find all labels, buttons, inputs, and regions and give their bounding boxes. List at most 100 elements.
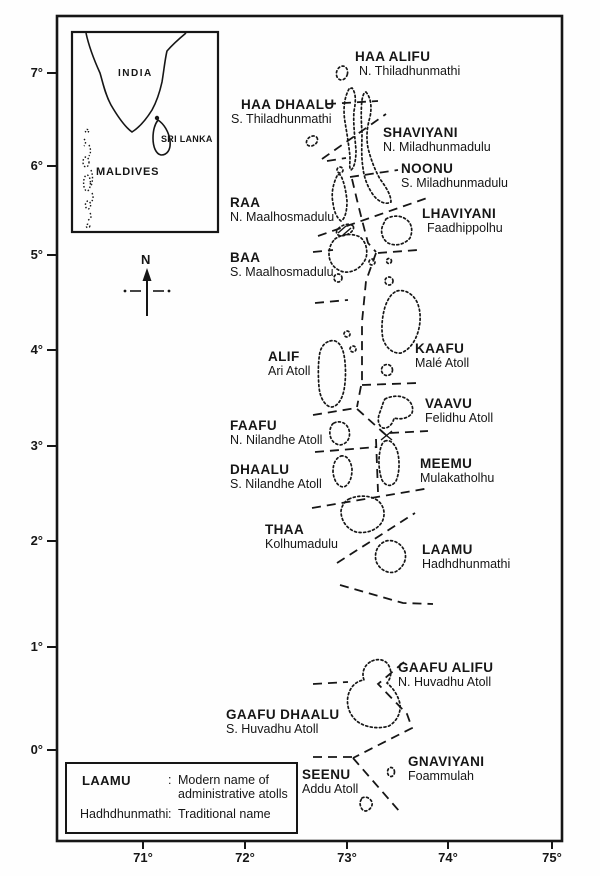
atoll-traditional-name: N. Nilandhe Atoll (230, 433, 323, 447)
reef-hatch-marks (337, 225, 393, 441)
atoll-modern-name: THAA (265, 522, 305, 537)
atoll-modern-name: KAAFU (415, 341, 465, 356)
mulakatholhu-outline (378, 439, 400, 487)
legend-modern-term: LAAMU (82, 773, 131, 788)
south-male-islet-outline (380, 363, 394, 377)
atoll-traditional-name: Addu Atoll (302, 782, 359, 796)
legend-traditional-definition: Traditional name (178, 807, 271, 821)
inset-india-label: INDIA (118, 68, 153, 79)
huvadhu-atoll-outline (346, 658, 401, 729)
atoll-outlines (305, 65, 421, 812)
atoll-traditional-name: Ari Atoll (268, 364, 311, 378)
atoll-modern-name: LAAMU (422, 542, 473, 557)
atoll-traditional-name: Hadhdhunmathi (422, 557, 511, 571)
goidhoo-islet-outline (333, 273, 343, 283)
atoll-modern-name: FAAFU (230, 418, 277, 433)
lat-label-1: 1° (30, 639, 43, 654)
atoll-modern-name: MEEMU (420, 456, 473, 471)
atoll-modern-name: DHAALU (230, 462, 290, 477)
map-frame (55, 14, 564, 843)
ari-atoll-outline (317, 339, 347, 408)
hadhdhunmathi-outline (374, 539, 407, 574)
atoll-modern-name: GAAFU ALIFU (398, 660, 494, 675)
longitude-ticks (142, 841, 553, 849)
atoll-traditional-name: N. Miladhunmadulu (383, 140, 491, 154)
lat-label-7: 7° (30, 65, 43, 80)
inset-frame (70, 30, 220, 234)
north-arrow-label: N (141, 252, 151, 267)
lon-label-74: 74° (438, 850, 458, 865)
maalhosmadulu-south-outline (328, 233, 368, 273)
atoll-traditional-name: S. Maalhosmadulu (230, 265, 334, 279)
legend-box: LAAMU : Modern name of administrative at… (65, 762, 298, 834)
legend-traditional-term: Hadhdhunmathi (80, 807, 169, 821)
india-coastline (85, 32, 187, 133)
felidhu-atoll-outline (377, 395, 414, 429)
maalhosmadulu-north-outline (331, 173, 348, 222)
lat-label-6: 6° (30, 158, 43, 173)
atoll-modern-name: GNAVIYANI (408, 754, 485, 769)
atoll-traditional-name: Faadhippolhu (427, 221, 503, 235)
inset-maldives-chain (82, 128, 94, 229)
atoll-modern-name: HAA ALIFU (355, 49, 431, 64)
nilandhe-south-outline (332, 455, 353, 488)
atoll-traditional-name: N. Maalhosmadulu (230, 210, 335, 224)
atoll-modern-name: VAAVU (425, 396, 473, 411)
legend-modern-definition-line2: administrative atolls (178, 787, 288, 801)
atoll-traditional-name: S. Thiladhunmathi (231, 112, 332, 126)
small-islet-1 (336, 166, 344, 174)
thoddoo-islet-outline (349, 345, 357, 353)
atoll-traditional-name: Felidhu Atoll (425, 411, 494, 425)
lat-label-3: 3° (30, 438, 43, 453)
ihavandhippolhu-islet-outline (335, 65, 349, 81)
addu-atoll-outline (359, 796, 374, 812)
foammulah-outline (386, 766, 396, 778)
rasdhoo-islet-outline (343, 330, 351, 338)
latitude-ticks (47, 72, 57, 751)
inset-maldives-label: MALDIVES (96, 166, 160, 178)
atoll-traditional-name: Foammulah (408, 769, 474, 783)
male-atoll-outline (381, 289, 421, 354)
reef-cluster-outline (335, 223, 355, 237)
legend-modern-definition-line1: Modern name of (178, 773, 270, 787)
inset-locator-map (70, 30, 220, 234)
small-islet-3 (385, 257, 393, 265)
sri-lanka-outline (152, 118, 171, 156)
atoll-modern-name: SEENU (302, 767, 351, 782)
atoll-modern-name: GAAFU DHAALU (226, 707, 340, 722)
thiladhunmathi-atoll-outline (343, 87, 357, 172)
inset-sri-lanka-label: SRI LANKA (161, 134, 213, 144)
atoll-traditional-name: N. Huvadhu Atoll (398, 675, 492, 689)
atoll-modern-name: HAA DHAALU (241, 97, 335, 112)
lon-label-72: 72° (235, 850, 255, 865)
lon-label-75: 75° (542, 850, 562, 865)
small-islet-2 (368, 258, 376, 266)
lat-label-0: 0° (30, 742, 43, 757)
atoll-modern-name: RAA (230, 195, 261, 210)
sri-lanka-dot (154, 115, 160, 121)
atoll-traditional-name: S. Nilandhe Atoll (230, 477, 322, 491)
atoll-traditional-name: S. Huvadhu Atoll (226, 722, 319, 736)
boundary-lines (311, 100, 434, 813)
atoll-traditional-name: Kolhumadulu (265, 537, 338, 551)
lon-label-71: 71° (133, 850, 153, 865)
kolhumadulu-outline (340, 495, 385, 534)
atoll-modern-name: BAA (230, 250, 261, 265)
lat-label-2: 2° (30, 533, 43, 548)
